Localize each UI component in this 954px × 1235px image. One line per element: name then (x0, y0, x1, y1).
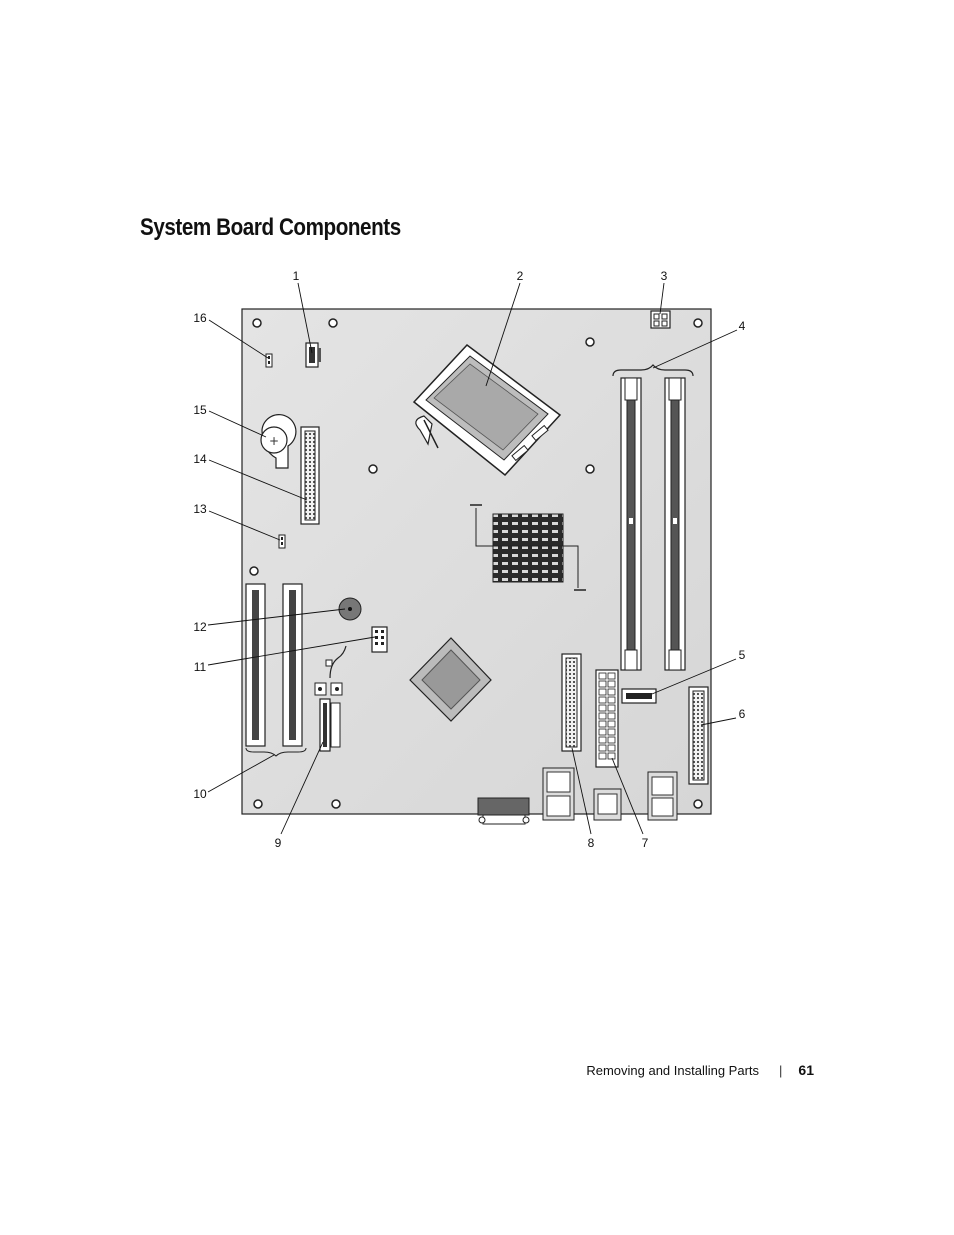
callout-14: 14 (193, 452, 207, 466)
callout-4: 4 (739, 319, 746, 333)
callout-1: 1 (293, 269, 300, 283)
callout-line-15 (208, 410, 267, 438)
power-connector-12v (650, 310, 671, 329)
pci-express-connector (314, 645, 347, 752)
callout-line-11 (207, 636, 376, 666)
mounting-hole (252, 318, 262, 328)
callout-13: 13 (193, 502, 207, 516)
callout-line-2 (485, 282, 521, 387)
callout-line-4 (652, 329, 738, 369)
speaker (338, 597, 362, 621)
dimm-slot-2 (664, 377, 686, 671)
callout-8: 8 (588, 836, 595, 850)
ide-connector (561, 653, 582, 752)
page-title: System Board Components (140, 214, 401, 241)
mounting-hole (585, 337, 595, 347)
sata-connector (621, 688, 657, 704)
fan-connector (305, 342, 321, 368)
battery-socket: + (260, 414, 297, 469)
callout-line-10 (207, 754, 275, 793)
callout-line-8 (571, 747, 592, 835)
callout-5: 5 (739, 648, 746, 662)
callout-7: 7 (642, 836, 649, 850)
callout-12: 12 (193, 620, 207, 634)
mounting-hole (331, 799, 341, 809)
mounting-hole (693, 799, 703, 809)
front-panel-connector (371, 626, 388, 653)
usb-connector (542, 767, 575, 821)
callout-line-7 (611, 757, 644, 835)
page-number: 61 (798, 1062, 814, 1078)
callout-line-6 (700, 717, 737, 726)
memory-connectors (612, 364, 694, 671)
processor-socket (412, 343, 562, 477)
callout-line-12 (207, 608, 346, 626)
mounting-hole (585, 464, 595, 474)
callout-15: 15 (193, 403, 207, 417)
mounting-hole (368, 464, 378, 474)
callout-10: 10 (193, 787, 207, 801)
jumper-16 (265, 353, 273, 368)
callout-line-14 (208, 459, 308, 501)
callout-9: 9 (275, 836, 282, 850)
mounting-hole (253, 799, 263, 809)
callout-2: 2 (517, 269, 524, 283)
mounting-hole (693, 318, 703, 328)
callout-line-16 (208, 319, 269, 359)
video-connector (477, 797, 530, 825)
callout-line-5 (651, 658, 737, 695)
mounting-holes (249, 318, 703, 809)
jumper-13 (278, 534, 286, 549)
page-footer: Removing and Installing Parts | 61 (586, 1062, 814, 1078)
svg-text:+: + (269, 434, 279, 448)
floppy-connector (300, 426, 320, 525)
pci-connectors (245, 583, 307, 757)
callout-lines (207, 282, 738, 835)
floppy-drive-connector (688, 686, 709, 785)
callout-line-3 (659, 282, 665, 315)
main-power-connector (595, 669, 619, 768)
audio-connector (647, 771, 678, 821)
callout-16: 16 (193, 311, 207, 325)
callout-6: 6 (739, 707, 746, 721)
callout-line-1 (297, 282, 313, 354)
heat-sink (470, 504, 586, 591)
chipset (409, 637, 492, 722)
back-panel-connectors (477, 767, 678, 825)
callout-labels: 1 2 3 4 5 6 7 8 9 10 11 12 13 14 15 16 (193, 269, 745, 850)
footer-section-title: Removing and Installing Parts (586, 1062, 760, 1078)
mounting-hole (249, 566, 259, 576)
network-connector (593, 788, 622, 821)
callout-11: 11 (194, 660, 207, 674)
mounting-hole (328, 318, 338, 328)
callout-line-9 (280, 741, 324, 835)
footer-separator: | (779, 1062, 783, 1078)
callout-line-13 (208, 510, 281, 541)
dimm-slot-1 (620, 377, 642, 671)
callout-3: 3 (661, 269, 668, 283)
